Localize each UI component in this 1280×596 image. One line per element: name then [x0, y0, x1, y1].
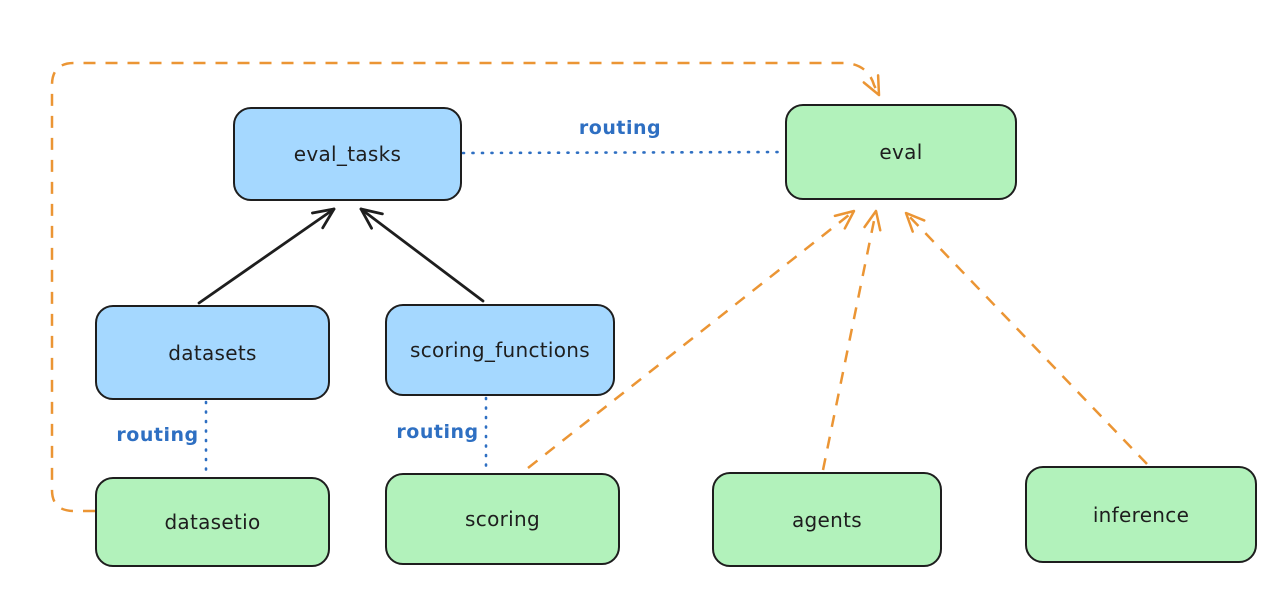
node-inference: inference	[1025, 466, 1257, 563]
edge-label-routing-eval-tasks-eval: routing	[578, 117, 662, 139]
edge-agents-to-eval	[821, 209, 882, 471]
edge-label-routing-scoring-functions-scoring: routing	[396, 421, 479, 443]
node-agents: agents	[712, 472, 942, 567]
node-datasets: datasets	[95, 305, 330, 400]
edge-scoring-functions-to-eval-tasks	[359, 207, 485, 303]
node-scoring: scoring	[385, 473, 620, 565]
edge-inference-to-eval	[904, 211, 1148, 465]
node-datasetio: datasetio	[95, 477, 330, 567]
node-scoring-functions: scoring_functions	[385, 304, 615, 396]
edge-label-routing-datasets-datasetio: routing	[116, 424, 199, 446]
edge-eval-tasks-to-eval-routing	[461, 150, 786, 155]
node-eval: eval	[785, 104, 1017, 200]
edge-datasets-to-eval-tasks	[197, 207, 336, 305]
node-eval-tasks: eval_tasks	[233, 107, 462, 201]
edge-scoring-to-eval	[527, 209, 856, 469]
